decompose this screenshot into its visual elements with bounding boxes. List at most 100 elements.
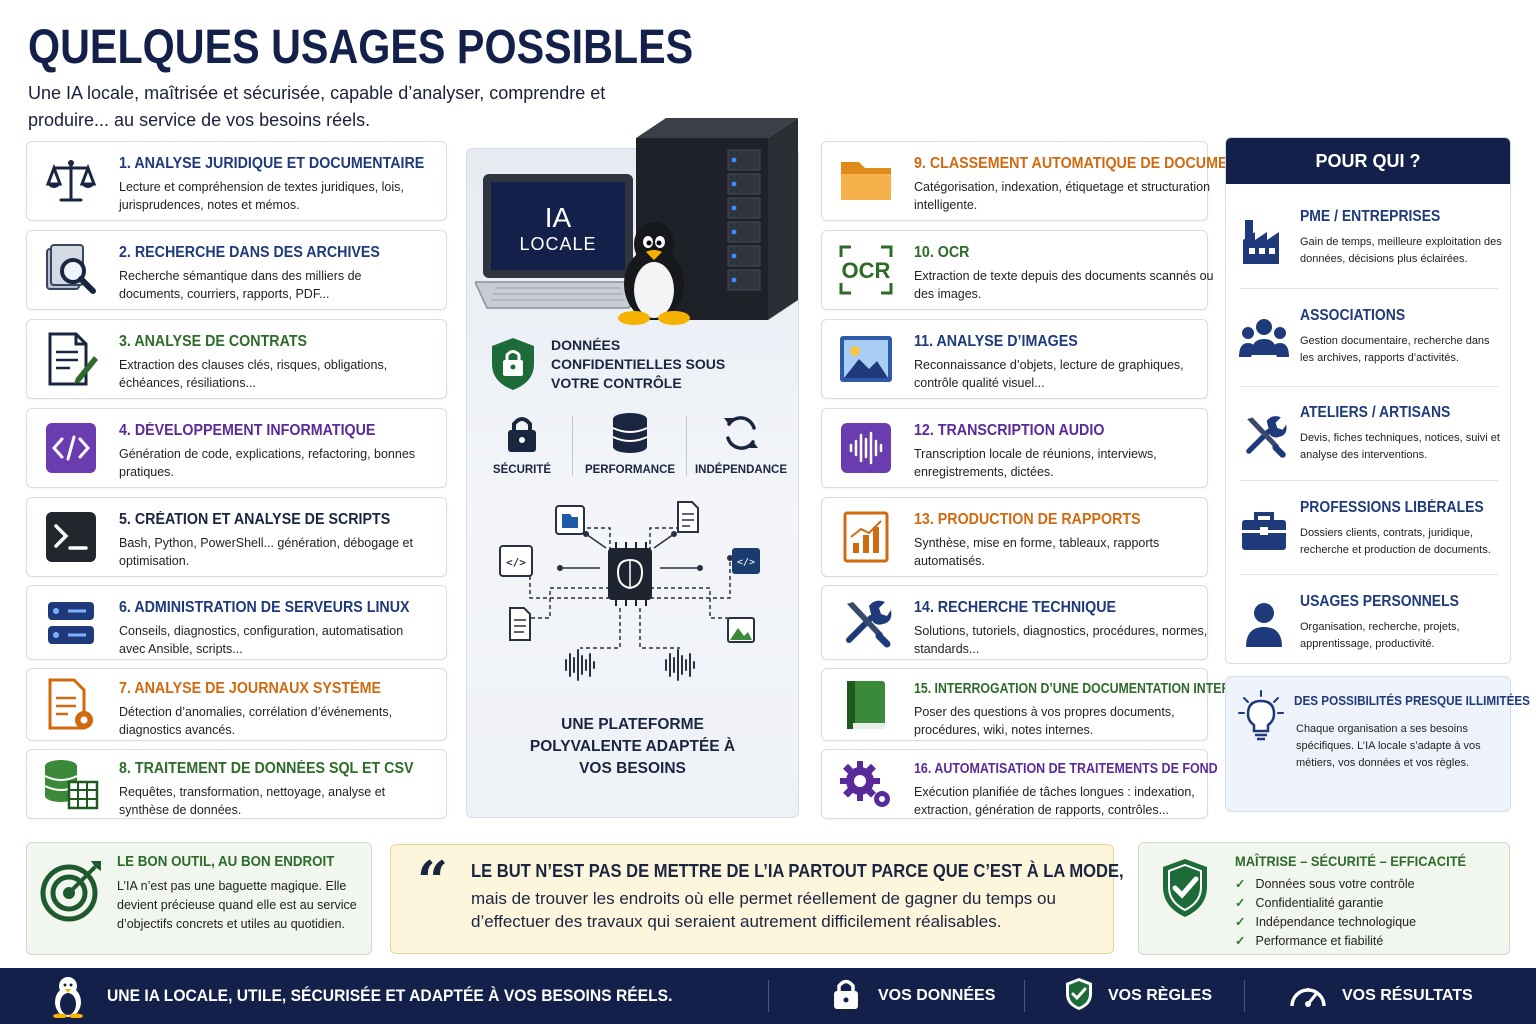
- usage-title: 14. RECHERCHE TECHNIQUE: [914, 599, 1117, 616]
- usage-card-9: 9. CLASSEMENT AUTOMATIQUE DE DOCUMENTS Ca…: [821, 141, 1256, 221]
- usage-desc: Requêtes, transformation, nettoyage, ana…: [119, 785, 386, 817]
- usage-desc: Génération de code, explications, refact…: [119, 447, 416, 479]
- folder-icon: [836, 154, 896, 208]
- usage-title: 11. ANALYSE D’IMAGES: [914, 333, 1078, 350]
- divider: [572, 416, 573, 476]
- divider: [1024, 980, 1025, 1012]
- target-icon: [39, 857, 105, 927]
- check-icon: ✓: [1235, 915, 1246, 929]
- maitrise-item: ✓Indépendance technologique: [1235, 915, 1417, 929]
- usage-title: 16. AUTOMATISATION DE TRAITEMENTS DE FON…: [914, 761, 1218, 777]
- footer-item-regles: VOS RÈGLES: [1064, 968, 1212, 1024]
- usage-card-6: 6. ADMINISTRATION DE SERVEURS LINUX Conse…: [26, 585, 447, 660]
- ocr-icon: OCR: [836, 243, 896, 297]
- bon-outil-title: LE BON OUTIL, AU BON ENDROIT: [117, 854, 335, 870]
- screen-text-locale: LOCALE: [519, 234, 597, 254]
- lock-icon: [832, 977, 860, 1016]
- usage-title: 1. ANALYSE JURIDIQUE ET DOCUMENTAIRE: [119, 155, 425, 172]
- contract-icon: [41, 332, 101, 386]
- usage-card-16: 16. AUTOMATISATION DE TRAITEMENTS DE FON…: [821, 749, 1218, 819]
- scales-icon: [41, 154, 101, 208]
- possibilites-panel: DES POSSIBILITÉS PRESQUE ILLIMITÉES Chaq…: [1225, 676, 1530, 812]
- svg-text:</>: </>: [737, 557, 755, 568]
- usage-card-15: 15. INTERROGATION D’UNE DOCUMENTATION IN…: [821, 668, 1247, 741]
- usage-title: 6. ADMINISTRATION DE SERVEURS LINUX: [119, 599, 410, 616]
- quote-mark-icon: “: [417, 849, 449, 913]
- maitrise-panel: MAÎTRISE – SÉCURITÉ – EFFICACITÉ ✓Donnée…: [1138, 842, 1510, 955]
- divider: [768, 980, 769, 1012]
- usage-title: 2. RECHERCHE DANS DES ARCHIVES: [119, 244, 380, 261]
- image-icon: [836, 332, 896, 386]
- usage-card-8: 8. TRAITEMENT DE DONNÉES SQL ET CSV Requê…: [26, 749, 447, 819]
- page-title: QUELQUES USAGES POSSIBLES: [28, 21, 694, 74]
- penguin-icon: [50, 976, 86, 1022]
- usage-desc: Conseils, diagnostics, configuration, au…: [119, 624, 404, 656]
- quote-headline: LE BUT N’EST PAS DE METTRE DE L’IA PARTO…: [471, 861, 1124, 881]
- svg-text:</>: </>: [506, 556, 526, 569]
- maitrise-title: MAÎTRISE – SÉCURITÉ – EFFICACITÉ: [1235, 853, 1467, 869]
- possibilites-title: DES POSSIBILITÉS PRESQUE ILLIMITÉES: [1294, 693, 1530, 708]
- book-icon: [836, 678, 896, 732]
- footer-item-resultats: VOS RÉSULTATS: [1288, 968, 1473, 1024]
- usage-title: 9. CLASSEMENT AUTOMATIQUE DE DOCUMENTS: [914, 155, 1256, 172]
- audience-title: ATELIERS / ARTISANS: [1300, 404, 1451, 421]
- divider: [1240, 386, 1498, 387]
- confidential-text: DONNÉES CONFIDENTIELLES SOUS VOTRE CONTR…: [551, 337, 726, 391]
- report-chart-icon: [836, 510, 896, 564]
- code-icon: [41, 421, 101, 475]
- usage-title: 8. TRAITEMENT DE DONNÉES SQL ET CSV: [119, 760, 414, 777]
- feature-label: PERFORMANCE: [584, 464, 676, 476]
- divider: [686, 416, 687, 476]
- platform-text: UNE PLATEFORME POLYVALENTE ADAPTÉE À VOS…: [529, 716, 736, 777]
- archive-search-icon: [41, 243, 101, 297]
- usage-title: 12. TRANSCRIPTION AUDIO: [914, 422, 1105, 439]
- check-icon: ✓: [1235, 896, 1246, 910]
- usage-title: 5. CRÉATION ET ANALYSE DE SCRIPTS: [119, 511, 391, 528]
- divider: [1240, 574, 1498, 575]
- usage-title: 3. ANALYSE DE CONTRATS: [119, 333, 308, 350]
- usage-desc: Lecture et compréhension de textes jurid…: [119, 180, 404, 212]
- divider: [1240, 480, 1498, 481]
- usage-desc: Recherche sémantique dans des milliers d…: [119, 269, 362, 301]
- audience-desc: Devis, fiches techniques, notices, suivi…: [1300, 432, 1500, 461]
- terminal-icon: [41, 510, 101, 564]
- laptop-icon: [473, 170, 645, 324]
- usage-desc: Extraction de texte depuis des documents…: [914, 269, 1214, 301]
- usage-desc: Catégorisation, indexation, étiquetage e…: [914, 180, 1211, 212]
- audience-desc: Organisation, recherche, projets, appren…: [1300, 621, 1460, 650]
- check-icon: ✓: [1235, 934, 1246, 948]
- ocr-icon-text: OCR: [842, 258, 891, 283]
- audience-title: ASSOCIATIONS: [1300, 307, 1406, 324]
- bon-outil-panel: LE BON OUTIL, AU BON ENDROIT L’IA n’est …: [26, 842, 372, 955]
- usage-desc: Solutions, tutoriels, diagnostics, procé…: [914, 624, 1208, 656]
- person-icon: [1238, 599, 1290, 651]
- feature-independance: INDÉPENDANCE: [686, 412, 796, 476]
- footer-tagline: UNE IA LOCALE, UTILE, SÉCURISÉE ET ADAPT…: [107, 986, 673, 1005]
- usage-desc: Reconnaissance d’objets, lecture de grap…: [914, 358, 1184, 390]
- shield-lock-icon: [488, 336, 538, 396]
- possibilites-desc: Chaque organisation a ses besoins spécif…: [1296, 723, 1481, 769]
- divider: [1244, 980, 1245, 1012]
- tools-icon: [836, 596, 896, 650]
- usage-desc: Bash, Python, PowerShell... génération, …: [119, 536, 413, 568]
- usage-desc: Synthèse, mise en forme, tableaux, rappo…: [914, 536, 1160, 568]
- usage-desc: Transcription locale de réunions, interv…: [914, 447, 1157, 479]
- database-icon: [575, 412, 685, 458]
- maitrise-item: ✓Données sous votre contrôle: [1235, 877, 1415, 891]
- usage-card-4: 4. DÉVELOPPEMENT INFORMATIQUE Génération …: [26, 408, 447, 488]
- briefcase-icon: [1238, 505, 1290, 557]
- penguin-icon: [608, 220, 700, 330]
- usage-desc: Exécution planifiée de tâches longues : …: [914, 785, 1195, 817]
- maitrise-item: ✓Confidentialité garantie: [1235, 896, 1384, 910]
- usage-card-11: 11. ANALYSE D’IMAGES Reconnaissance d’obj…: [821, 319, 1208, 399]
- quote-panel: “ LE BUT N’EST PAS DE METTRE DE L’IA PAR…: [390, 844, 1124, 954]
- log-file-icon: [41, 678, 101, 732]
- shield-check-icon: [1064, 976, 1094, 1017]
- usage-card-1: 1. ANALYSE JURIDIQUE ET DOCUMENTAIRE Lect…: [26, 141, 447, 221]
- usage-title: 4. DÉVELOPPEMENT INFORMATIQUE: [119, 422, 376, 439]
- usage-desc: Détection d’anomalies, corrélation d’évé…: [119, 705, 393, 737]
- factory-icon: [1238, 214, 1290, 266]
- pour-qui-panel: POUR QUI ? PME / ENTREPRISES Gain de tem…: [1225, 137, 1511, 664]
